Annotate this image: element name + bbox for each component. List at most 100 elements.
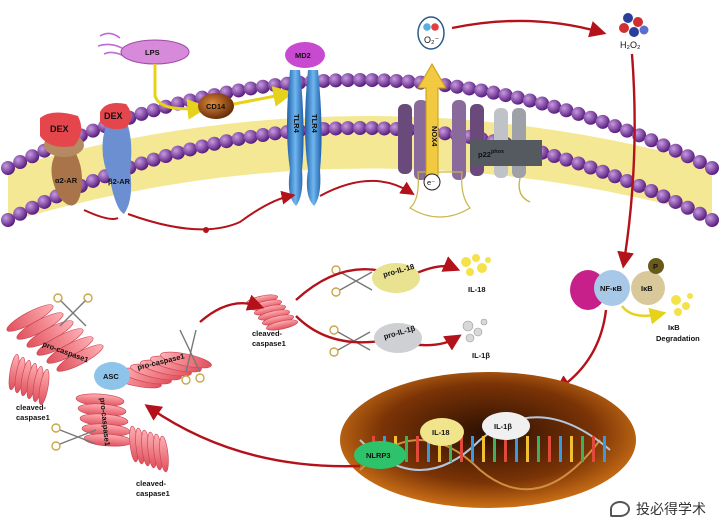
- cleaved-caspase1-left-label-1: cleaved-: [16, 403, 47, 412]
- dna-rung: [526, 436, 529, 462]
- tlr4-dimer: MD2 TLR4 TLR4: [285, 42, 325, 206]
- lipid-head-inner: [146, 152, 161, 167]
- md2-label: MD2: [295, 51, 311, 60]
- lipid-head-inner: [680, 200, 695, 215]
- lipid-head-outer: [583, 110, 598, 125]
- lipid-head-inner: [547, 149, 562, 164]
- dex-label-1: DEX: [50, 124, 69, 134]
- cleaved-caspase1-top-label-1: cleaved-: [252, 329, 283, 338]
- lipid-head-outer: [535, 96, 550, 111]
- cleaved-caspase1-left: [8, 353, 50, 406]
- arrow-cleave-il18: [295, 268, 387, 301]
- pro-caspase1-left: [6, 304, 104, 372]
- nfkb-label: NF-κB: [600, 284, 623, 293]
- dna-rung: [581, 436, 584, 462]
- lipid-head-outer: [255, 79, 270, 94]
- cleaved-caspase1-bottom-label-2: caspase1: [136, 489, 170, 498]
- lipid-head-inner: [268, 126, 283, 141]
- lipid-head-outer: [705, 161, 719, 175]
- lipid-head-outer: [25, 149, 40, 164]
- lipid-head-outer: [692, 155, 707, 170]
- lipid-head-outer: [644, 133, 659, 148]
- caspase-segment: [159, 435, 169, 473]
- nox4-complex: p22phox NOX4 e⁻: [398, 63, 542, 218]
- scissors-icon: [51, 423, 97, 451]
- scissors-icon: [331, 265, 373, 297]
- il1b-product-label: IL-1β: [472, 351, 490, 360]
- lipid-head-outer: [595, 114, 610, 129]
- cleaved-caspase1-bottom: [129, 425, 169, 473]
- dna-rung: [515, 436, 518, 462]
- dna-rung: [427, 436, 430, 462]
- inflammasome: ASC pro-caspase1 pro-caspase1 pro-caspas…: [6, 304, 212, 447]
- caspase-segment: [56, 344, 104, 372]
- lipid-head-inner: [559, 152, 574, 167]
- nfkb-ikb-complex: NF-κB IκB P IκB Degradation: [570, 258, 700, 343]
- arrow-dot: [203, 227, 209, 233]
- lps-label: LPS: [145, 48, 160, 57]
- arrow-b2ar-to-tlr4: [127, 190, 296, 231]
- arrow-o2-to-h2o2: [451, 19, 607, 38]
- dna-rung: [405, 436, 408, 462]
- ikb-degradation-label-1: IκB: [668, 323, 680, 332]
- caspase-segment: [266, 319, 298, 331]
- lipid-head-inner: [377, 121, 392, 136]
- arrow-nucleus-to-inflammasome: [144, 404, 361, 468]
- lipid-head-inner: [437, 126, 452, 141]
- dna-rung: [416, 436, 419, 462]
- nucleus: NLRP3 IL-18 IL-1β: [340, 372, 636, 508]
- dna-rung: [603, 436, 606, 462]
- ikb-phospho-label: P: [653, 262, 658, 271]
- pro-caspase1-bottom: [75, 393, 133, 447]
- watermark-text: 投必得学术: [636, 502, 706, 518]
- dna-rung: [570, 436, 573, 462]
- lipid-head-outer: [401, 74, 416, 89]
- lipid-head-outer: [243, 81, 258, 96]
- lipid-head-outer: [328, 73, 343, 88]
- lipid-head-inner: [243, 129, 258, 144]
- lipid-head-outer: [462, 81, 477, 96]
- lipid-head-inner: [25, 200, 40, 215]
- superoxide: O₂⁻: [417, 16, 445, 50]
- lipid-head-inner: [656, 189, 671, 204]
- il18-nucleus-label: IL-18: [432, 428, 450, 437]
- arrow-h2o2-down: [617, 53, 636, 269]
- dna-rung: [537, 436, 540, 462]
- cleaved-caspase1-bottom-label-1: cleaved-: [136, 479, 167, 488]
- lipid-head-outer: [389, 73, 404, 88]
- h2o2-label: H₂O₂: [620, 40, 641, 50]
- lipid-head-inner: [158, 149, 173, 164]
- nox4-label: NOX4: [430, 126, 439, 147]
- lipid-head-outer: [680, 149, 695, 164]
- alpha2-ar-receptor: DEX α2-AR: [40, 112, 84, 206]
- lipid-head-inner: [231, 131, 246, 146]
- lipid-head-inner: [705, 213, 719, 227]
- dna-rung: [548, 436, 551, 462]
- pro-il18: pro-IL-18: [372, 262, 420, 293]
- cleaved-caspase1-top-label-2: caspase1: [252, 339, 286, 348]
- lipid-head-outer: [522, 93, 537, 108]
- lipid-head-inner: [668, 194, 683, 209]
- dna-rung: [559, 436, 562, 462]
- asc-label: ASC: [103, 372, 119, 381]
- lipid-head-inner: [595, 164, 610, 179]
- lipid-head-outer: [231, 83, 246, 98]
- il18-product-label: IL-18: [468, 285, 486, 294]
- lipid-head-inner: [37, 194, 52, 209]
- lipid-head-outer: [183, 93, 198, 108]
- o2-label: O₂⁻: [424, 35, 439, 45]
- lipid-head-inner: [219, 134, 234, 149]
- lipid-head-inner: [607, 169, 622, 184]
- cleaved-caspase1-top: [246, 294, 298, 331]
- dna-rung: [471, 436, 474, 462]
- lipid-head-inner: [632, 178, 647, 193]
- lipid-head-outer: [365, 73, 380, 88]
- arrow-nfkb-to-nucleus: [554, 309, 608, 392]
- lipid-head-outer: [474, 83, 489, 98]
- lipid-head-inner: [692, 206, 707, 221]
- arrow-a2ar: [83, 209, 119, 220]
- chat-bubble-icon: [610, 501, 630, 517]
- lipid-head-outer: [656, 138, 671, 153]
- scissors-icon: [53, 293, 93, 327]
